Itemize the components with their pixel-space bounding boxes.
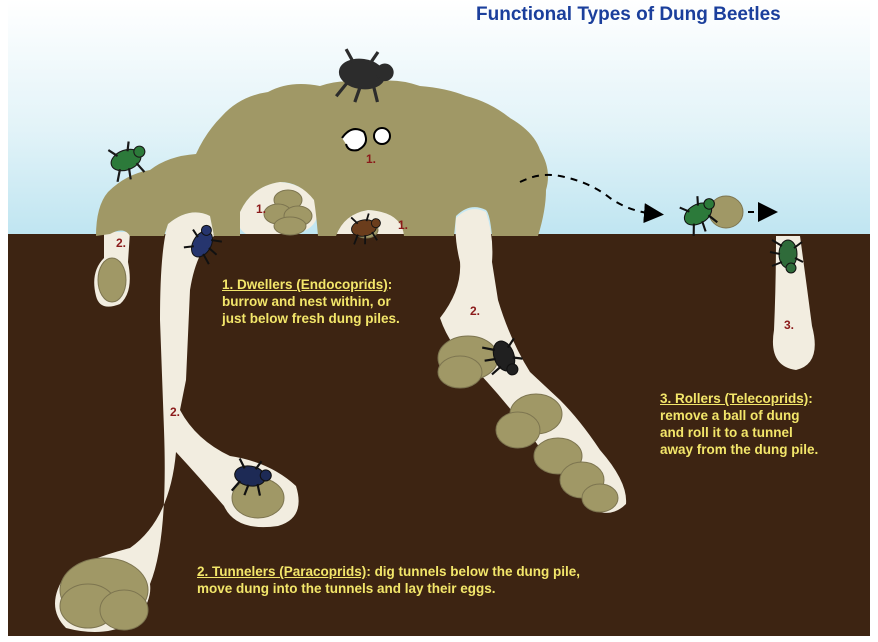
dwellers-line-2: just below fresh dung piles. bbox=[222, 310, 400, 327]
rollers-line-1: remove a ball of dung bbox=[660, 407, 818, 424]
marker-2-y-tunnel: 2. bbox=[170, 405, 180, 419]
marker-1-cavity-right: 1. bbox=[398, 218, 408, 232]
dwellers-annotation: 1. Dwellers (Endocoprids): burrow and ne… bbox=[222, 276, 400, 327]
tunnelers-heading: 2. Tunnelers (Paracoprids) bbox=[197, 564, 366, 579]
tunnelers-annotation: 2. Tunnelers (Paracoprids): dig tunnels … bbox=[197, 563, 580, 597]
marker-3-roller: 3. bbox=[784, 318, 794, 332]
dwellers-heading: 1. Dwellers (Endocoprids) bbox=[222, 277, 388, 292]
rollers-annotation: 3. Rollers (Telecoprids): remove a ball … bbox=[660, 390, 818, 458]
marker-2-right: 2. bbox=[470, 304, 480, 318]
rollers-line-3: away from the dung pile. bbox=[660, 441, 818, 458]
tunnelers-line-1: dig tunnels below the dung pile, bbox=[375, 564, 581, 579]
diagram-title: Functional Types of Dung Beetles bbox=[476, 4, 781, 26]
marker-1-pile: 1. bbox=[366, 152, 376, 166]
tunnelers-line-2: move dung into the tunnels and lay their… bbox=[197, 580, 580, 597]
dwellers-line-1: burrow and nest within, or bbox=[222, 293, 400, 310]
marker-1-cavity-left: 1. bbox=[256, 202, 266, 216]
rollers-line-2: and roll it to a tunnel bbox=[660, 424, 818, 441]
rollers-heading: 3. Rollers (Telecoprids) bbox=[660, 391, 808, 406]
marker-2-left: 2. bbox=[116, 236, 126, 250]
